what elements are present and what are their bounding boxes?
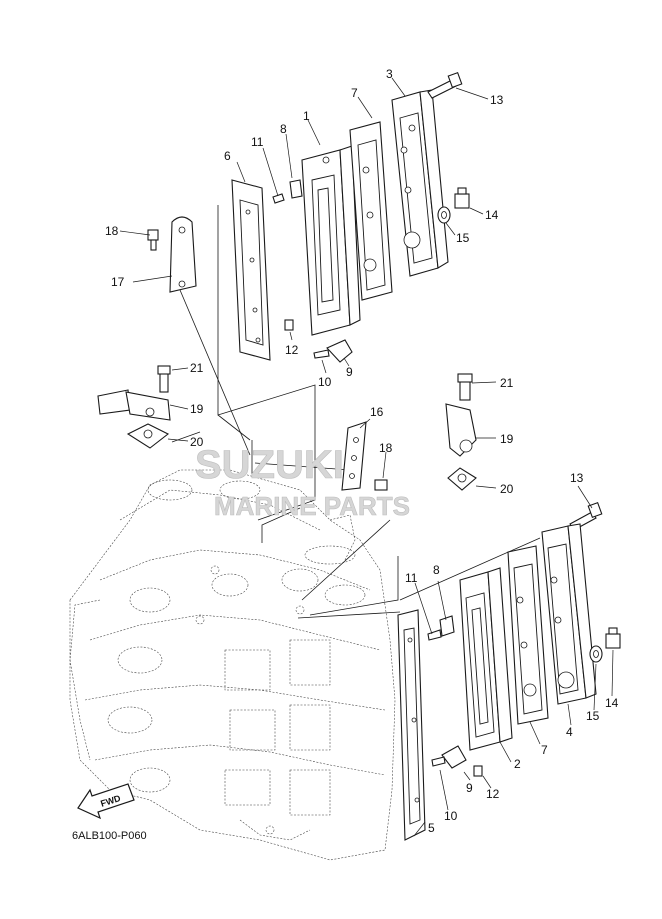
callout-16: 16 bbox=[370, 405, 384, 419]
upper-bolt-13 bbox=[427, 71, 463, 99]
callout-12: 12 bbox=[486, 787, 500, 801]
callout-12: 12 bbox=[285, 343, 299, 357]
callout-18: 18 bbox=[379, 441, 393, 455]
watermark-sub: MARINE PARTS bbox=[214, 491, 410, 521]
callout-1: 1 bbox=[303, 109, 310, 123]
callout-13: 13 bbox=[570, 471, 584, 485]
callout-20: 20 bbox=[190, 435, 204, 449]
upper-gasket-20 bbox=[126, 423, 170, 449]
lower-bolt-18 bbox=[374, 479, 388, 491]
lower-solenoid-19 bbox=[445, 373, 477, 457]
callout-21: 21 bbox=[190, 361, 204, 375]
watermark: SUZUKI MARINE PARTS bbox=[195, 443, 411, 522]
callout-10: 10 bbox=[318, 375, 332, 389]
callout-21: 21 bbox=[500, 376, 514, 390]
callout-6: 6 bbox=[224, 149, 231, 163]
callouts-lower: 2 4 5 7 8 9 10 11 12 13 14 15 16 18 19 2… bbox=[370, 376, 619, 835]
callout-14: 14 bbox=[485, 208, 499, 222]
callout-18: 18 bbox=[105, 224, 119, 238]
upper-solenoid-19 bbox=[97, 365, 171, 421]
upper-washer-15 bbox=[437, 206, 451, 224]
callout-10: 10 bbox=[444, 809, 458, 823]
lower-gasket-20 bbox=[447, 467, 477, 491]
lower-gasket-5 bbox=[397, 609, 426, 841]
upper-inner-cover-1 bbox=[301, 145, 361, 336]
callout-11: 11 bbox=[405, 571, 418, 585]
callout-14: 14 bbox=[605, 696, 619, 710]
callout-2: 2 bbox=[514, 757, 521, 771]
upper-gasket-6 bbox=[231, 179, 271, 361]
lower-plug-14 bbox=[605, 627, 621, 649]
callout-13: 13 bbox=[490, 93, 504, 107]
callout-4: 4 bbox=[566, 725, 573, 739]
callout-7: 7 bbox=[351, 86, 358, 100]
callout-15: 15 bbox=[586, 709, 600, 723]
leader-lines bbox=[119, 77, 614, 837]
fwd-arrow: FWD bbox=[77, 783, 135, 820]
upper-bracket-17 bbox=[169, 216, 197, 293]
engine-block bbox=[69, 469, 396, 861]
callout-15: 15 bbox=[456, 231, 470, 245]
lower-gasket-7 bbox=[507, 545, 549, 725]
callout-7: 7 bbox=[541, 743, 548, 757]
guide-lines bbox=[171, 205, 541, 619]
upper-small-parts bbox=[272, 179, 353, 363]
callout-20: 20 bbox=[500, 482, 514, 496]
diagram-code: 6ALB100-P060 bbox=[72, 830, 147, 842]
lower-outer-cover-4 bbox=[541, 523, 597, 705]
watermark-brand: SUZUKI bbox=[195, 443, 344, 487]
callout-3: 3 bbox=[386, 67, 393, 81]
lower-small-parts bbox=[427, 615, 483, 777]
callout-5: 5 bbox=[428, 821, 435, 835]
callout-17: 17 bbox=[111, 275, 125, 289]
callout-9: 9 bbox=[466, 781, 473, 795]
callout-8: 8 bbox=[280, 122, 287, 136]
callout-19: 19 bbox=[500, 432, 514, 446]
callouts-upper: 1 3 6 7 8 9 10 11 12 13 14 15 17 18 19 2… bbox=[105, 67, 504, 449]
upper-plug-14 bbox=[454, 187, 470, 209]
upper-gasket-7 bbox=[349, 121, 393, 301]
callout-19: 19 bbox=[190, 402, 204, 416]
callout-9: 9 bbox=[346, 365, 353, 379]
upper-outer-cover-3 bbox=[391, 89, 449, 277]
lower-gasket-16 bbox=[341, 421, 367, 491]
lower-washer-15 bbox=[589, 645, 603, 663]
upper-bolt-18 bbox=[147, 229, 159, 251]
callout-8: 8 bbox=[433, 563, 440, 577]
lower-inner-cover-2 bbox=[459, 567, 513, 751]
callout-11: 11 bbox=[251, 135, 264, 149]
